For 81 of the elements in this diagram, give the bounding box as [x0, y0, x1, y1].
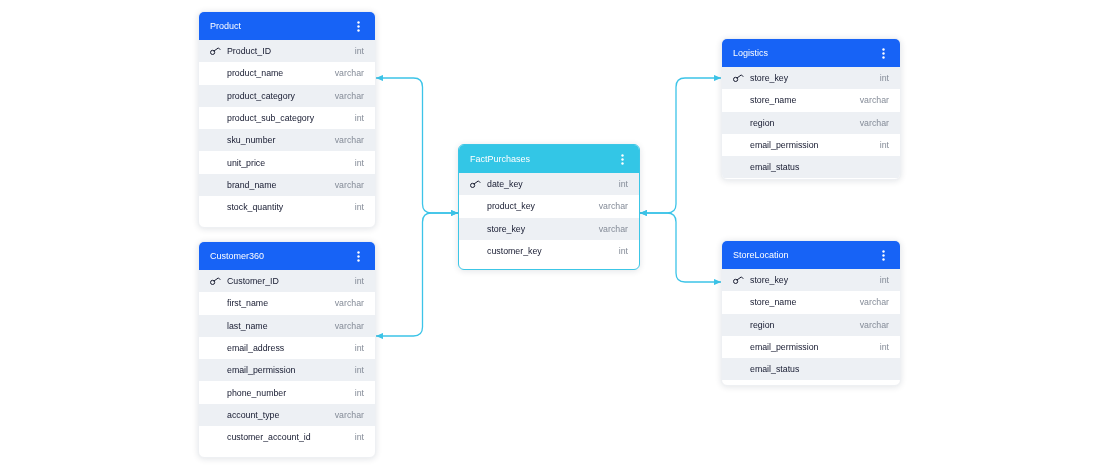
table-card	[721, 240, 901, 387]
column-name: sku_number	[227, 134, 276, 147]
data-type: varchar	[334, 408, 364, 421]
column-name: brand_name	[227, 178, 277, 191]
column-name: customer_key	[487, 245, 542, 258]
table-card	[721, 38, 901, 181]
table-name: Customer360	[210, 250, 265, 262]
data-type: int	[879, 72, 889, 85]
data-type: varchar	[859, 116, 889, 129]
table-name: StoreLocation	[733, 249, 789, 261]
data-type: int	[354, 364, 364, 377]
column-name: region	[750, 318, 775, 331]
column-name: store_name	[750, 94, 797, 107]
data-type: int	[879, 341, 889, 354]
column-name: Product_ID	[227, 45, 271, 58]
column-name: product_key	[487, 200, 535, 213]
data-type: varchar	[859, 318, 889, 331]
table-row	[199, 314, 375, 337]
table-row	[199, 40, 375, 63]
data-type: varchar	[859, 296, 889, 309]
data-type: int	[354, 45, 364, 58]
column-name: store_key	[750, 274, 789, 287]
column-name: customer_account_id	[227, 431, 311, 444]
connector-arrow	[375, 209, 459, 340]
column-name: phone_number	[227, 386, 287, 399]
data-type: varchar	[334, 134, 364, 147]
data-type: varchar	[598, 200, 628, 213]
data-type: int	[354, 342, 364, 355]
column-name: last_name	[227, 319, 268, 332]
data-type: int	[354, 275, 364, 288]
column-name: email_status	[750, 161, 800, 174]
table-row	[459, 173, 639, 196]
connector-arrow	[639, 209, 722, 286]
table-row	[459, 239, 639, 263]
data-type: varchar	[334, 319, 364, 332]
column-name: product_name	[227, 67, 284, 80]
column-name: email_permission	[750, 341, 819, 354]
column-name: product_category	[227, 89, 295, 102]
data-type: int	[618, 245, 628, 258]
column-name: date_key	[487, 178, 523, 191]
column-name: region	[750, 116, 775, 129]
table-card	[198, 11, 376, 229]
data-type: int	[879, 139, 889, 152]
data-type: int	[354, 156, 364, 169]
table-row	[459, 217, 639, 240]
data-type: int	[354, 112, 364, 125]
column-name: store_key	[487, 222, 526, 235]
column-name: email_permission	[750, 139, 819, 152]
data-type: int	[354, 201, 364, 214]
column-name: stock_quantity	[227, 201, 284, 214]
table-name: FactPurchases	[470, 153, 531, 165]
data-type: varchar	[334, 89, 364, 102]
data-type: int	[618, 178, 628, 191]
data-type: int	[354, 431, 364, 444]
column-name: email_address	[227, 342, 285, 355]
data-type: varchar	[334, 178, 364, 191]
table-name: Product	[210, 20, 242, 32]
column-name: store_key	[750, 72, 789, 85]
table-row	[199, 270, 375, 293]
column-name: email_status	[750, 363, 800, 376]
table-row	[199, 336, 375, 360]
column-name: store_name	[750, 296, 797, 309]
column-name: account_type	[227, 408, 280, 421]
table-row	[459, 195, 639, 218]
table-row	[722, 67, 900, 90]
table-row	[199, 62, 375, 85]
table-card	[458, 144, 640, 271]
data-type: varchar	[334, 67, 364, 80]
data-type: int	[354, 386, 364, 399]
data-type: varchar	[598, 222, 628, 235]
column-name: email_permission	[227, 364, 296, 377]
column-name: first_name	[227, 297, 269, 310]
table-card	[198, 241, 376, 459]
data-type: varchar	[334, 297, 364, 310]
column-name: unit_price	[227, 156, 266, 169]
table-name: Logistics	[733, 47, 768, 59]
data-type: varchar	[859, 94, 889, 107]
data-type: int	[879, 274, 889, 287]
table-row	[722, 269, 900, 292]
column-name: product_sub_category	[227, 112, 315, 125]
column-name: Customer_ID	[227, 275, 279, 288]
